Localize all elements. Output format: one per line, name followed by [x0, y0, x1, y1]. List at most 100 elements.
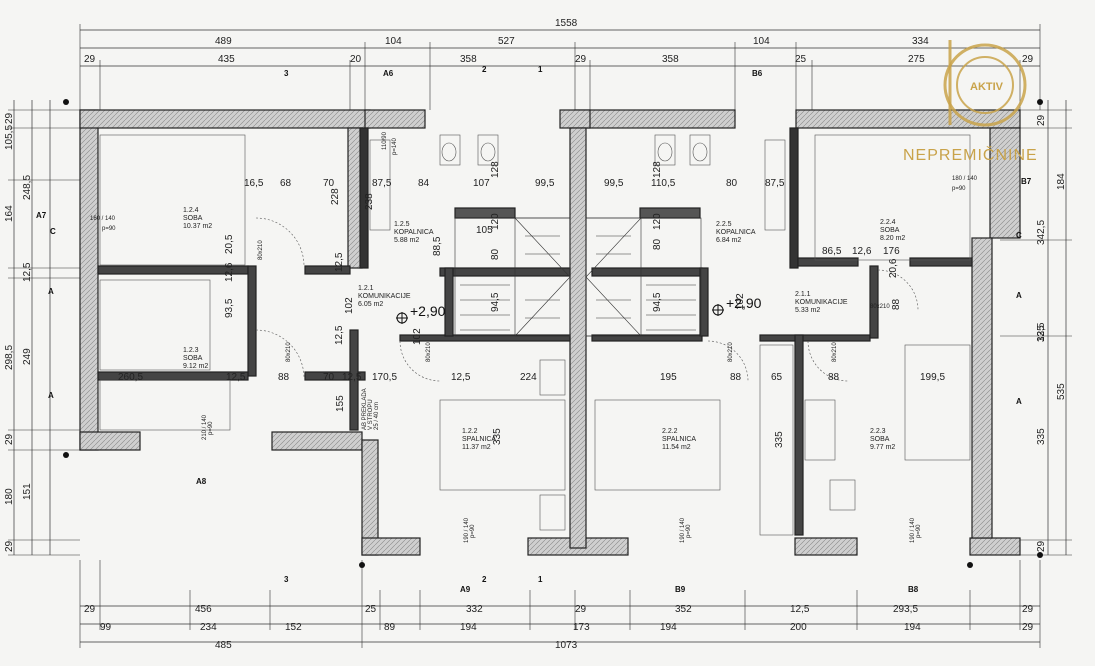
- section-mark: A6: [383, 69, 394, 78]
- dim-right: 29: [1036, 114, 1047, 126]
- dim-interior: 107: [473, 178, 490, 189]
- section-mark: A7: [36, 211, 47, 220]
- door-label: 80x210: [258, 240, 264, 260]
- dim-top-row2: 527: [498, 36, 515, 47]
- dim-interior: 195: [660, 372, 677, 383]
- dim-interior: 12,5: [334, 325, 345, 345]
- agency-logo: AKTIV NEPREMIČNINE: [903, 40, 1038, 164]
- dim-interior: 102: [735, 293, 746, 310]
- room-name: SOBA: [183, 215, 203, 222]
- room-area: 11.54 m2: [662, 444, 691, 451]
- section-mark: 3: [284, 575, 289, 584]
- section-mark: A: [48, 287, 54, 296]
- dim-interior: 94,5: [652, 292, 663, 312]
- dim-left: 12,5: [22, 262, 33, 282]
- dim-interior: 88: [891, 298, 902, 310]
- section-mark: A: [1016, 291, 1022, 300]
- walls: [79, 109, 1021, 556]
- window-label: p=90: [208, 421, 214, 435]
- top-dimension-lines: [79, 24, 1041, 110]
- dim-interior: 12,6: [224, 262, 235, 282]
- window-label: 110/90: [382, 131, 388, 150]
- room-area: 8.20 m2: [880, 235, 905, 242]
- dim-interior: 88: [828, 372, 840, 383]
- dim-bottom-row1: 332: [466, 604, 483, 615]
- dim-interior: 335: [774, 431, 785, 448]
- door-swings: [255, 217, 919, 382]
- section-mark: A: [48, 391, 54, 400]
- dim-interior: 102: [412, 328, 423, 345]
- dim-left: 249: [22, 348, 33, 365]
- dim-interior: 224: [520, 372, 537, 383]
- dim-bottom-row2: 194: [660, 622, 677, 633]
- dim-interior: 87,5: [372, 178, 392, 189]
- section-mark: A9: [460, 585, 471, 594]
- dim-interior: 260,5: [118, 372, 143, 383]
- window-label: p=90: [102, 226, 116, 232]
- dim-interior: 110,5: [651, 178, 676, 189]
- beam-label: V STROPU: [368, 399, 374, 430]
- furniture: [99, 134, 971, 536]
- window-label: p=140: [392, 137, 398, 155]
- dim-top-row2: 104: [385, 36, 402, 47]
- dim-interior: 155: [335, 395, 346, 412]
- staircase-left: [454, 217, 571, 337]
- room-name: SPALNICA: [662, 436, 696, 443]
- section-mark: 2: [482, 65, 487, 74]
- dim-bottom-row2: 173: [573, 622, 590, 633]
- dim-interior: 228: [330, 188, 341, 205]
- logo-wordmark: NEPREMIČNINE: [903, 145, 1038, 164]
- dim-top-row3: 29: [84, 54, 96, 65]
- dim-interior: 176: [883, 246, 900, 257]
- elevation-label-right: +2,90: [726, 295, 762, 311]
- dim-bottom-row2: 99: [100, 622, 112, 633]
- door-label: 80x210: [286, 342, 292, 362]
- room-area: 6.84 m2: [716, 237, 741, 244]
- dim-interior: 128: [652, 161, 663, 178]
- dim-interior: 170,5: [372, 372, 397, 383]
- dim-interior: 102: [344, 297, 355, 314]
- room-number: 2.2.5: [716, 221, 732, 228]
- dim-bottom-row2: 29: [1022, 622, 1034, 633]
- room-name: SOBA: [183, 355, 203, 362]
- dim-bottom-row2: 194: [460, 622, 477, 633]
- window-label: 160 / 140: [90, 216, 116, 222]
- room-area: 11.37 m2: [462, 444, 491, 451]
- dim-top-row3: 358: [460, 54, 477, 65]
- dim-top-total: 1558: [555, 18, 578, 29]
- dim-bottom-row1: 12,5: [790, 604, 810, 615]
- beam-label: 25 / 40 cm: [374, 402, 380, 430]
- room-name: SOBA: [870, 436, 890, 443]
- dim-interior: 238: [364, 193, 375, 210]
- staircase-right: [585, 217, 702, 337]
- dim-left: 105,5: [4, 125, 15, 150]
- dim-top-row3: 29: [575, 54, 587, 65]
- section-mark: C: [50, 227, 56, 236]
- section-mark: C: [1016, 231, 1022, 240]
- dim-top-row3: 20: [350, 54, 362, 65]
- elevation-marker-right: +2,90: [712, 295, 762, 316]
- room-number: 1.2.5: [394, 221, 410, 228]
- dim-bottom-row1: 29: [84, 604, 96, 615]
- dim-top-row3: 275: [908, 54, 925, 65]
- room-number: 1.2.1: [358, 285, 374, 292]
- dim-top-row3: 435: [218, 54, 235, 65]
- section-mark: 1: [538, 575, 543, 584]
- bottom-dimension-lines: [79, 560, 1041, 648]
- dim-interior: 68: [280, 178, 292, 189]
- room-name: KOPALNICA: [716, 229, 756, 236]
- dim-interior: 105: [476, 225, 493, 236]
- dim-interior: 88: [730, 372, 742, 383]
- dim-left: 151: [22, 483, 33, 500]
- window-label: p=90: [686, 524, 692, 538]
- section-mark: A8: [196, 477, 207, 486]
- dim-interior: 88,5: [432, 236, 443, 256]
- room-name: SPALNICA: [462, 436, 496, 443]
- dim-right: 535: [1056, 383, 1067, 400]
- dim-bottom-row2: 89: [384, 622, 396, 633]
